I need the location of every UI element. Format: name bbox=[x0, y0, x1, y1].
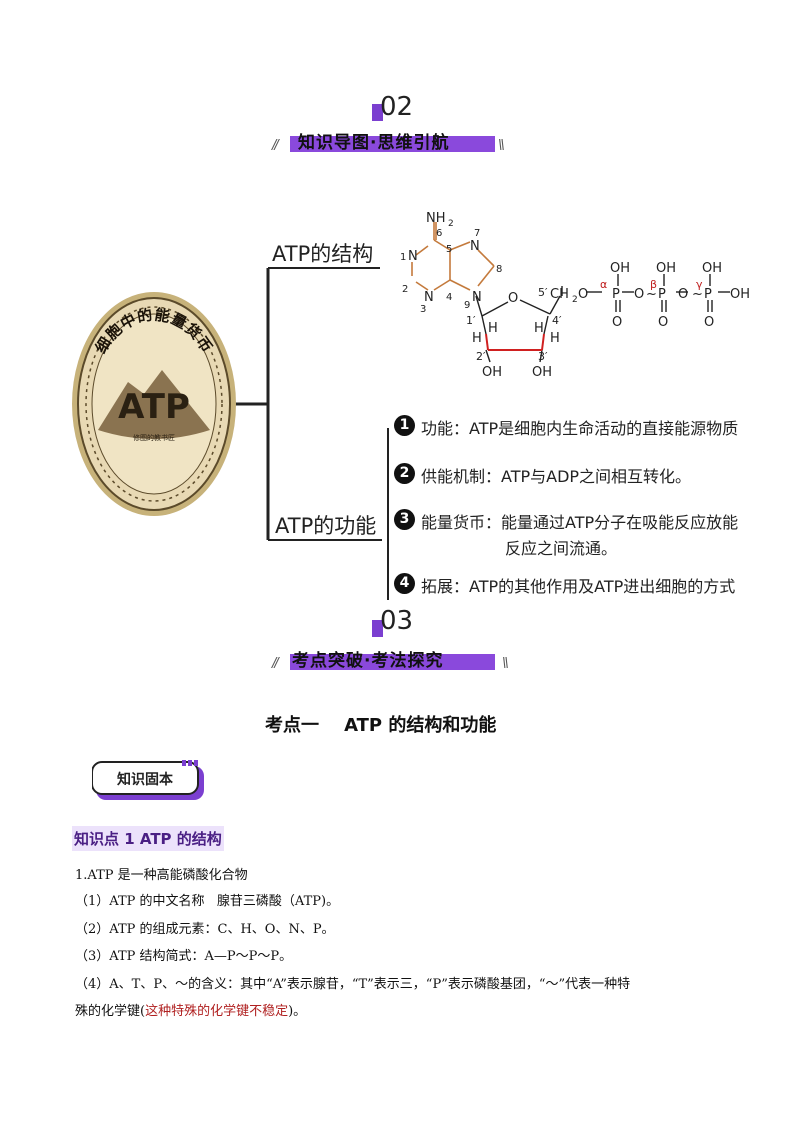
svg-text:1: 1 bbox=[400, 252, 406, 263]
svg-text:3: 3 bbox=[420, 304, 426, 315]
atp-coin-logo: ATP 修图的教书匠 细胞中的能量货币 bbox=[72, 292, 236, 516]
svg-text:O: O bbox=[578, 287, 588, 302]
svg-text:P: P bbox=[658, 287, 666, 302]
coin-small-text: 修图的教书匠 bbox=[133, 433, 175, 442]
section-number: 02 bbox=[380, 92, 414, 122]
svg-text:OH: OH bbox=[702, 261, 722, 276]
item-number-1: 1 bbox=[394, 415, 415, 436]
function-item-4: 拓展：ATP的其他作用及ATP进出细胞的方式 bbox=[421, 577, 736, 596]
mindmap-connectors bbox=[232, 267, 389, 600]
slash-decoration-left: // bbox=[272, 656, 279, 671]
body-line-4: （3）ATP 结构简式：A—P～P～P。 bbox=[75, 949, 293, 964]
svg-text:O: O bbox=[678, 287, 688, 302]
svg-text:H: H bbox=[534, 321, 544, 336]
section-number: 03 bbox=[380, 606, 414, 636]
svg-text:2′: 2′ bbox=[476, 350, 486, 363]
function-item-3: 能量货币：能量通过ATP分子在吸能反应放能 bbox=[421, 513, 739, 532]
coin-center-text: ATP bbox=[118, 387, 190, 427]
svg-text:2: 2 bbox=[402, 284, 408, 295]
svg-text:~: ~ bbox=[646, 287, 657, 302]
body-line-3: （2）ATP 的组成元素：C、H、O、N、P。 bbox=[75, 922, 335, 937]
body-line-6-note: 这种特殊的化学键不稳定 bbox=[145, 1004, 289, 1019]
svg-text:3′: 3′ bbox=[538, 350, 548, 363]
svg-text:O: O bbox=[634, 287, 644, 302]
slash-decoration-right: \\ bbox=[498, 138, 505, 153]
body-line-5: （4）A、T、P、～的含义：其中“A”表示腺苷，“T”表示三，“P”表示磷酸基团… bbox=[75, 977, 631, 992]
svg-text:OH: OH bbox=[610, 261, 630, 276]
svg-text:OH: OH bbox=[482, 365, 502, 380]
item-number-4: 4 bbox=[394, 573, 415, 594]
svg-text:O: O bbox=[658, 315, 668, 330]
topic-title: 考点一 ATP 的结构和功能 bbox=[265, 715, 497, 736]
svg-text:7: 7 bbox=[474, 228, 480, 239]
svg-text:5′: 5′ bbox=[538, 286, 548, 299]
section-title-bar bbox=[290, 654, 495, 670]
svg-text:OH: OH bbox=[532, 365, 552, 380]
svg-text:5: 5 bbox=[446, 244, 452, 255]
svg-text:γ: γ bbox=[696, 278, 703, 291]
section-title: 知识导图·思维引航 bbox=[298, 133, 450, 153]
body-line-2: （1）ATP 的中文名称 腺苷三磷酸（ATP)。 bbox=[75, 894, 340, 909]
section-title: 考点突破·考法探究 bbox=[292, 651, 444, 671]
body-line-6-b: )。 bbox=[288, 1004, 307, 1019]
knowledge-point-title: 知识点 1 ATP 的结构 bbox=[72, 826, 224, 851]
svg-text:O: O bbox=[612, 315, 622, 330]
branch-structure-label: ATP的结构 bbox=[272, 242, 374, 266]
svg-text:P: P bbox=[704, 287, 712, 302]
svg-text:1′: 1′ bbox=[466, 314, 476, 327]
knowledge-badge: 知识固本 bbox=[92, 760, 204, 800]
svg-text:2: 2 bbox=[572, 295, 578, 305]
svg-text:N: N bbox=[424, 290, 434, 305]
mol-nh2: NH bbox=[426, 211, 446, 226]
svg-text:2: 2 bbox=[448, 219, 454, 229]
svg-text:4′: 4′ bbox=[552, 314, 562, 327]
svg-text:H: H bbox=[488, 321, 498, 336]
svg-text:9: 9 bbox=[464, 300, 470, 311]
body-line-6: 殊的化学键(这种特殊的化学键不稳定)。 bbox=[75, 1000, 306, 1019]
svg-text:OH: OH bbox=[656, 261, 676, 276]
svg-text:6: 6 bbox=[436, 228, 442, 239]
branch-function-label: ATP的功能 bbox=[275, 514, 377, 538]
function-item-3-cont: 反应之间流通。 bbox=[505, 539, 618, 558]
svg-text:β: β bbox=[650, 278, 657, 291]
svg-text:O: O bbox=[704, 315, 714, 330]
section-number-mark bbox=[372, 620, 383, 637]
svg-text:H: H bbox=[550, 331, 560, 346]
function-item-2: 供能机制：ATP与ADP之间相互转化。 bbox=[421, 467, 692, 486]
svg-text:4: 4 bbox=[446, 292, 452, 303]
item-number-3: 3 bbox=[394, 509, 415, 530]
svg-text:8: 8 bbox=[496, 264, 502, 275]
svg-text:H: H bbox=[472, 331, 482, 346]
slash-decoration-left: // bbox=[272, 138, 279, 153]
svg-text:~: ~ bbox=[692, 287, 703, 302]
slash-decoration-right: \\ bbox=[502, 656, 509, 671]
svg-text:N: N bbox=[472, 290, 482, 305]
svg-text:CH: CH bbox=[550, 287, 569, 302]
body-line-1: 1.ATP 是一种高能磷酸化合物 bbox=[75, 868, 248, 883]
body-line-6-a: 殊的化学键( bbox=[75, 1004, 146, 1019]
svg-text:N: N bbox=[408, 249, 418, 264]
svg-text:OH: OH bbox=[730, 287, 750, 302]
svg-text:N: N bbox=[470, 239, 480, 254]
section-number-mark bbox=[372, 104, 383, 121]
function-item-1: 功能：ATP是细胞内生命活动的直接能源物质 bbox=[421, 419, 739, 438]
badge-label: 知识固本 bbox=[117, 771, 174, 788]
svg-text:P: P bbox=[612, 287, 620, 302]
svg-text:O: O bbox=[508, 291, 518, 306]
item-number-2: 2 bbox=[394, 463, 415, 484]
svg-text:α: α bbox=[600, 278, 607, 291]
atp-molecule-diagram: NH 2 6 1 N 2 N 3 4 5 N 7 8 N 9 O 5′ CH 2… bbox=[400, 211, 750, 380]
section-title-bar bbox=[290, 136, 495, 152]
